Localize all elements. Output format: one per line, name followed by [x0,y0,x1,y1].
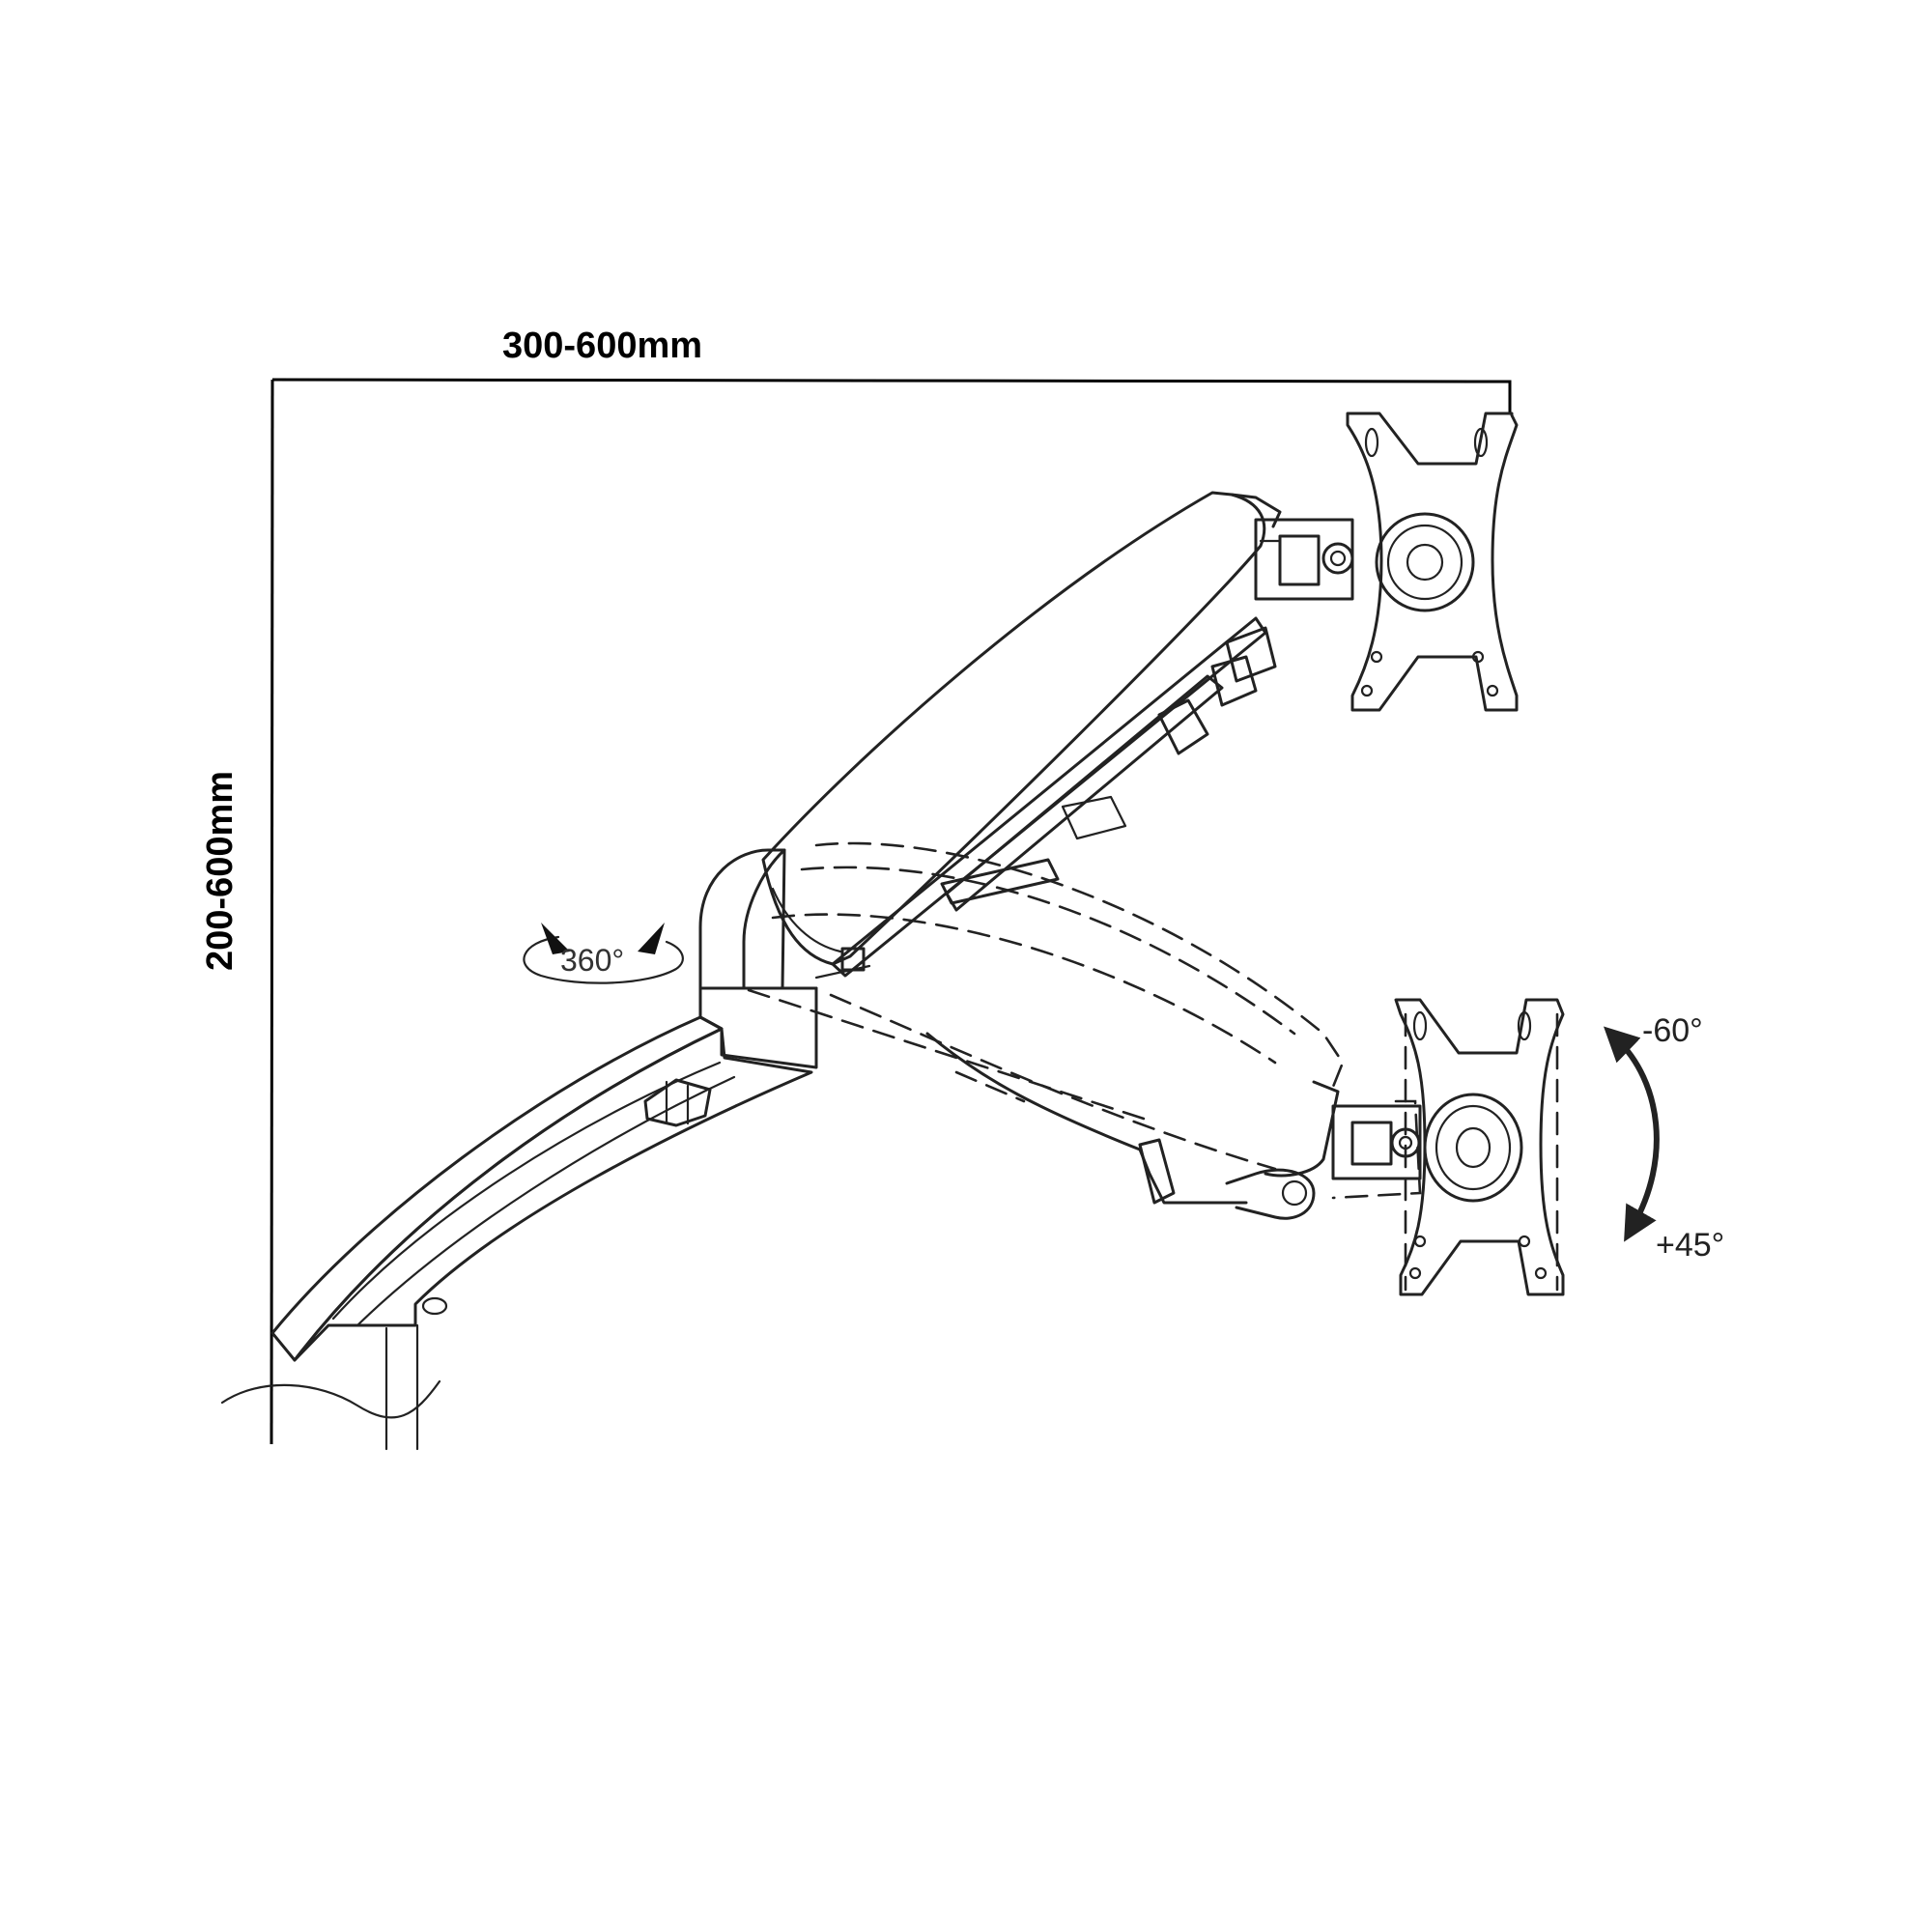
tilt-arrow-icon [1604,1026,1660,1242]
width-dimension: 300-600mm [271,326,1512,413]
tilt-indicator: -60° +45° [1604,1012,1724,1264]
swivel-arrow-left-icon [541,923,570,954]
base-arm [270,1015,813,1451]
swivel-label: 360° [560,943,624,978]
tilt-up-label: -60° [1642,1012,1703,1049]
swivel-column [698,848,818,1069]
desk-edge [220,1326,441,1451]
upper-arm [761,491,1282,980]
tilt-down-label: +45° [1656,1227,1724,1264]
lower-tilt-joint [1331,1099,1422,1200]
lower-vesa-plate [1394,998,1565,1296]
swivel-indicator: 360° [523,923,684,984]
lower-arm-alternate [747,841,1345,1220]
upper-vesa-plate [1346,412,1519,712]
height-dimension-label: 200-600mm [200,771,241,971]
upper-tilt-joint [1254,518,1354,601]
width-dimension-label: 300-600mm [502,326,702,366]
height-dimension: 200-600mm [200,379,274,1445]
swivel-arrow-right-icon [638,923,665,954]
